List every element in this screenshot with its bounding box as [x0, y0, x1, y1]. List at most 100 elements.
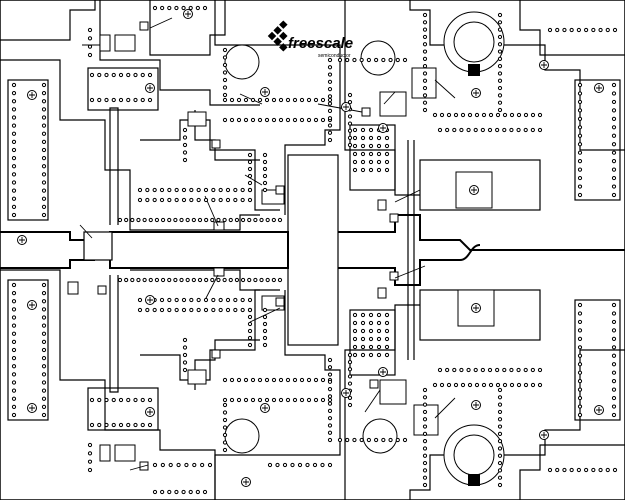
via-icon: [179, 277, 184, 283]
via-icon: [347, 402, 353, 408]
transmission-lines: [0, 107, 625, 393]
via-icon: [577, 99, 583, 105]
via-icon: [148, 277, 153, 283]
via-icon: [181, 489, 186, 495]
via-icon: [195, 489, 200, 495]
via-icon: [250, 117, 256, 123]
via-icon: [327, 72, 333, 77]
via-icon: [422, 402, 428, 407]
fiducial-cross-icon: [145, 295, 155, 305]
via-icon: [584, 467, 589, 473]
via-icon: [253, 217, 258, 223]
via-icon: [497, 482, 503, 488]
via-icon: [313, 397, 319, 403]
via-icon: [182, 352, 188, 358]
via-icon: [41, 339, 47, 344]
via-icon: [591, 27, 596, 33]
via-icon: [11, 282, 17, 288]
via-icon: [11, 404, 17, 409]
via-icon: [211, 187, 216, 193]
via-icon: [179, 217, 184, 223]
via-icon: [437, 127, 443, 133]
via-icon: [262, 187, 268, 193]
brand-name: freescale: [288, 35, 353, 52]
via-icon: [11, 147, 17, 153]
via-icon: [124, 277, 129, 283]
via-icon: [347, 360, 353, 365]
via-icon: [327, 97, 333, 103]
via-icon: [185, 277, 190, 283]
via-icon: [337, 437, 343, 443]
via-icon: [111, 97, 116, 103]
via-icon: [264, 377, 270, 383]
via-icon: [262, 314, 268, 320]
via-icon: [262, 173, 268, 179]
via-icon: [376, 328, 382, 334]
via-icon: [368, 135, 374, 141]
via-icon: [167, 489, 172, 495]
via-icon: [360, 336, 366, 342]
via-icon: [41, 107, 47, 112]
via-icon: [422, 475, 428, 480]
fiducial-cross-icon: [594, 83, 604, 93]
via-icon: [11, 299, 17, 304]
via-icon: [247, 217, 252, 223]
via-icon: [577, 167, 583, 172]
via-icon: [41, 323, 47, 328]
via-icon: [188, 489, 193, 495]
via-icon: [577, 328, 583, 333]
via-icon: [130, 217, 135, 223]
via-icon: [185, 217, 190, 223]
via-icon: [555, 467, 560, 473]
via-icon: [181, 5, 186, 11]
via-icon: [577, 319, 583, 325]
via-icon: [196, 197, 201, 203]
via-icon: [446, 382, 452, 388]
ground-island: [87, 67, 159, 111]
mounting-hole-icon: [224, 418, 260, 454]
via-icon: [422, 56, 428, 61]
via-icon: [41, 212, 47, 218]
fiducial-cross-icon: [17, 235, 27, 245]
via-icon: [222, 377, 228, 383]
via-icon: [327, 408, 333, 414]
via-icon: [460, 112, 466, 118]
via-icon: [117, 217, 123, 223]
via-icon: [222, 410, 228, 415]
via-icon: [384, 352, 390, 358]
via-icon: [611, 99, 617, 105]
via-icon: [216, 277, 221, 283]
via-icon: [182, 135, 188, 140]
via-icon: [352, 320, 358, 326]
via-icon: [11, 180, 17, 185]
fiducial-cross-icon: [539, 430, 549, 440]
via-icon: [562, 27, 567, 33]
via-icon: [250, 97, 256, 103]
via-icon: [264, 117, 270, 123]
via-icon: [422, 49, 428, 54]
via-icon: [41, 164, 47, 169]
via-icon: [439, 382, 445, 388]
via-icon: [167, 297, 172, 303]
via-icon: [41, 139, 47, 144]
via-icon: [41, 372, 47, 377]
via-icon: [247, 180, 253, 186]
via-icon: [466, 127, 471, 133]
via-icon: [523, 382, 529, 388]
via-icon: [89, 97, 95, 103]
via-icon: [247, 314, 253, 320]
via-icon: [257, 97, 263, 103]
via-icon: [422, 409, 428, 415]
via-icon: [154, 277, 160, 283]
via-icon: [174, 197, 179, 203]
via-icon: [577, 353, 583, 358]
via-icon: [306, 117, 312, 123]
via-icon: [225, 197, 231, 203]
via-icon: [497, 20, 503, 25]
via-icon: [446, 112, 452, 118]
via-icon: [285, 397, 291, 403]
via-icon: [174, 187, 179, 193]
via-icon: [313, 377, 319, 383]
via-icon: [285, 377, 291, 383]
via-icon: [191, 217, 196, 223]
